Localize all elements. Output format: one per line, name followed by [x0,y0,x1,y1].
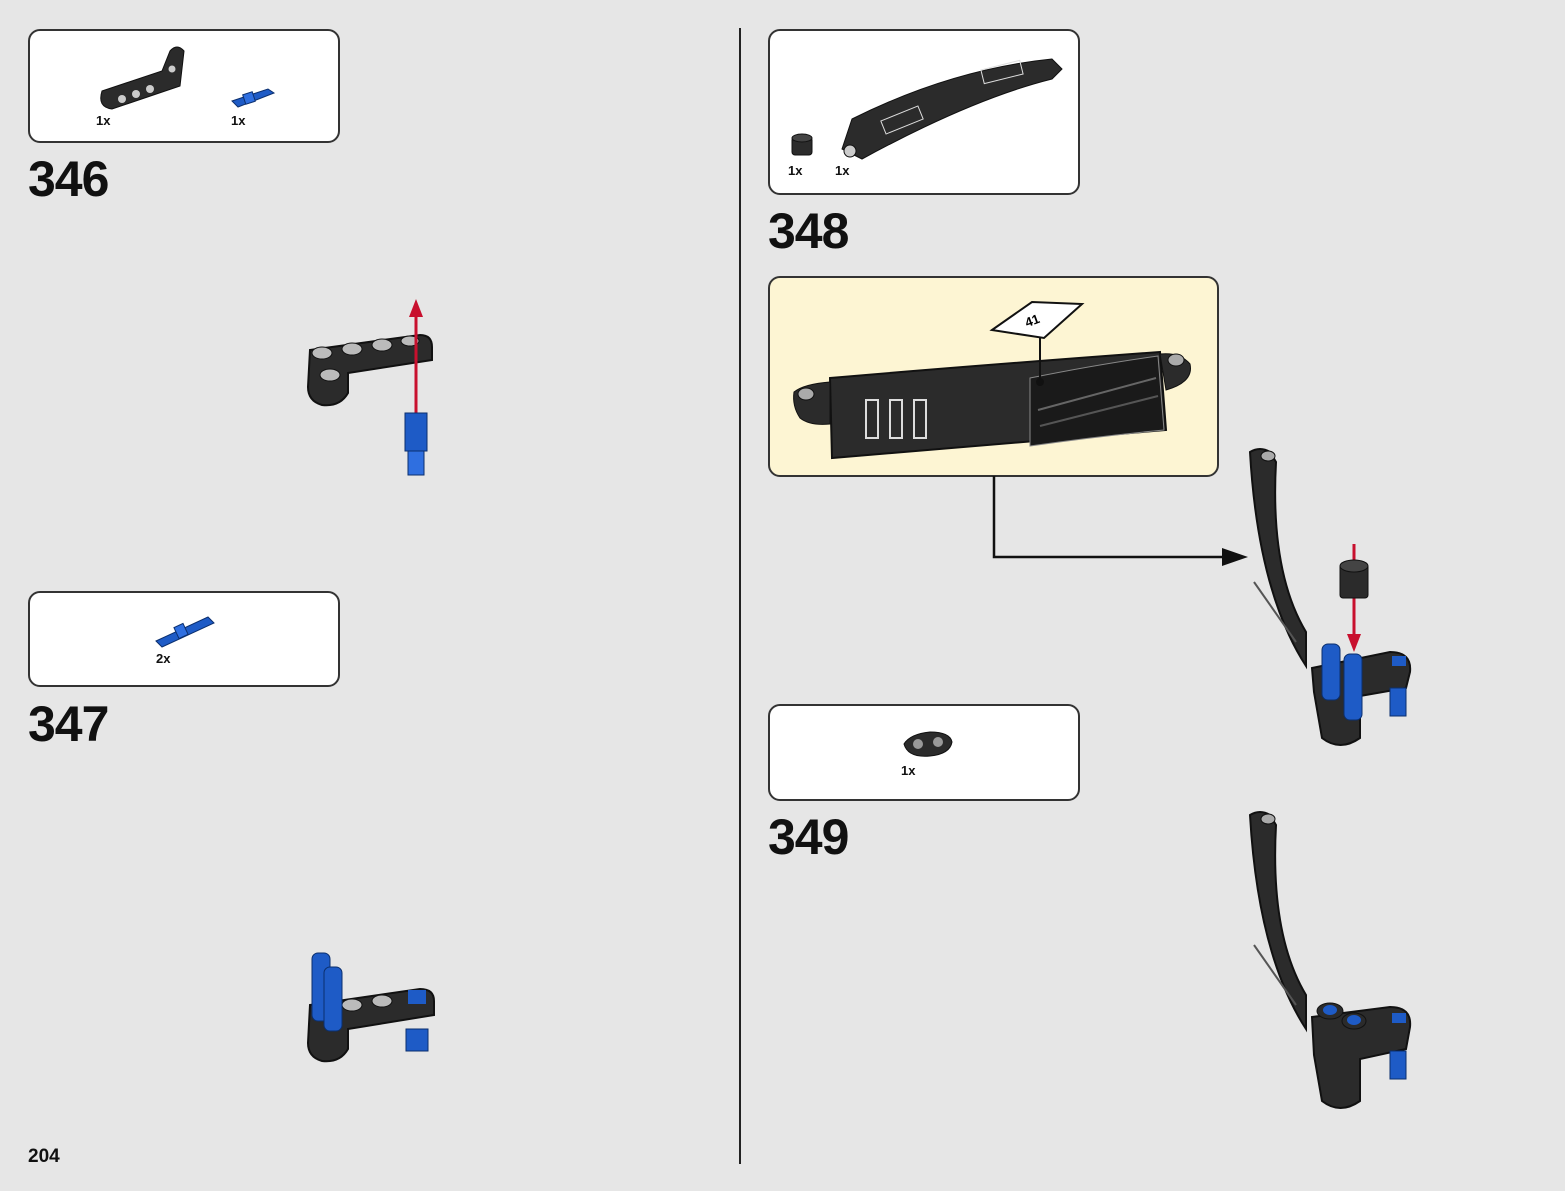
assembly-348-illustration [1248,448,1412,746]
page-divider [739,28,741,1164]
black-double-beam-icon [903,731,953,757]
parts-list-346: 1x 1x [28,29,340,143]
part-qty: 1x [835,163,850,178]
black-l-beam-icon [100,46,185,110]
step-number: 348 [768,203,849,259]
assembly-349-illustration [1248,811,1412,1109]
blue-long-pin-icon [155,616,215,648]
assembly-346-illustration [306,299,433,476]
parts-list-347: 2x [28,591,340,687]
part-qty: 1x [788,163,803,178]
assembly-347-illustration [306,952,435,1063]
part-qty: 1x [231,113,246,128]
curved-panel-with-sticker [793,300,1191,460]
blue-axle-pin-icon [231,88,276,108]
step-number: 349 [768,809,849,865]
step-number: 346 [28,151,109,207]
part-qty: 1x [901,763,916,778]
part-qty: 1x [96,113,111,128]
part-qty: 2x [156,651,171,666]
step-number: 347 [28,696,109,752]
parts-list-348: 1x 1x [768,29,1080,195]
sticker-callout: 41 [768,276,1219,477]
page-number: 204 [28,1146,60,1167]
black-bush-icon [791,133,813,156]
callout-connector-arrow [992,476,1248,566]
parts-list-349: 1x [768,704,1080,801]
black-curved-panel-icon [841,58,1063,160]
